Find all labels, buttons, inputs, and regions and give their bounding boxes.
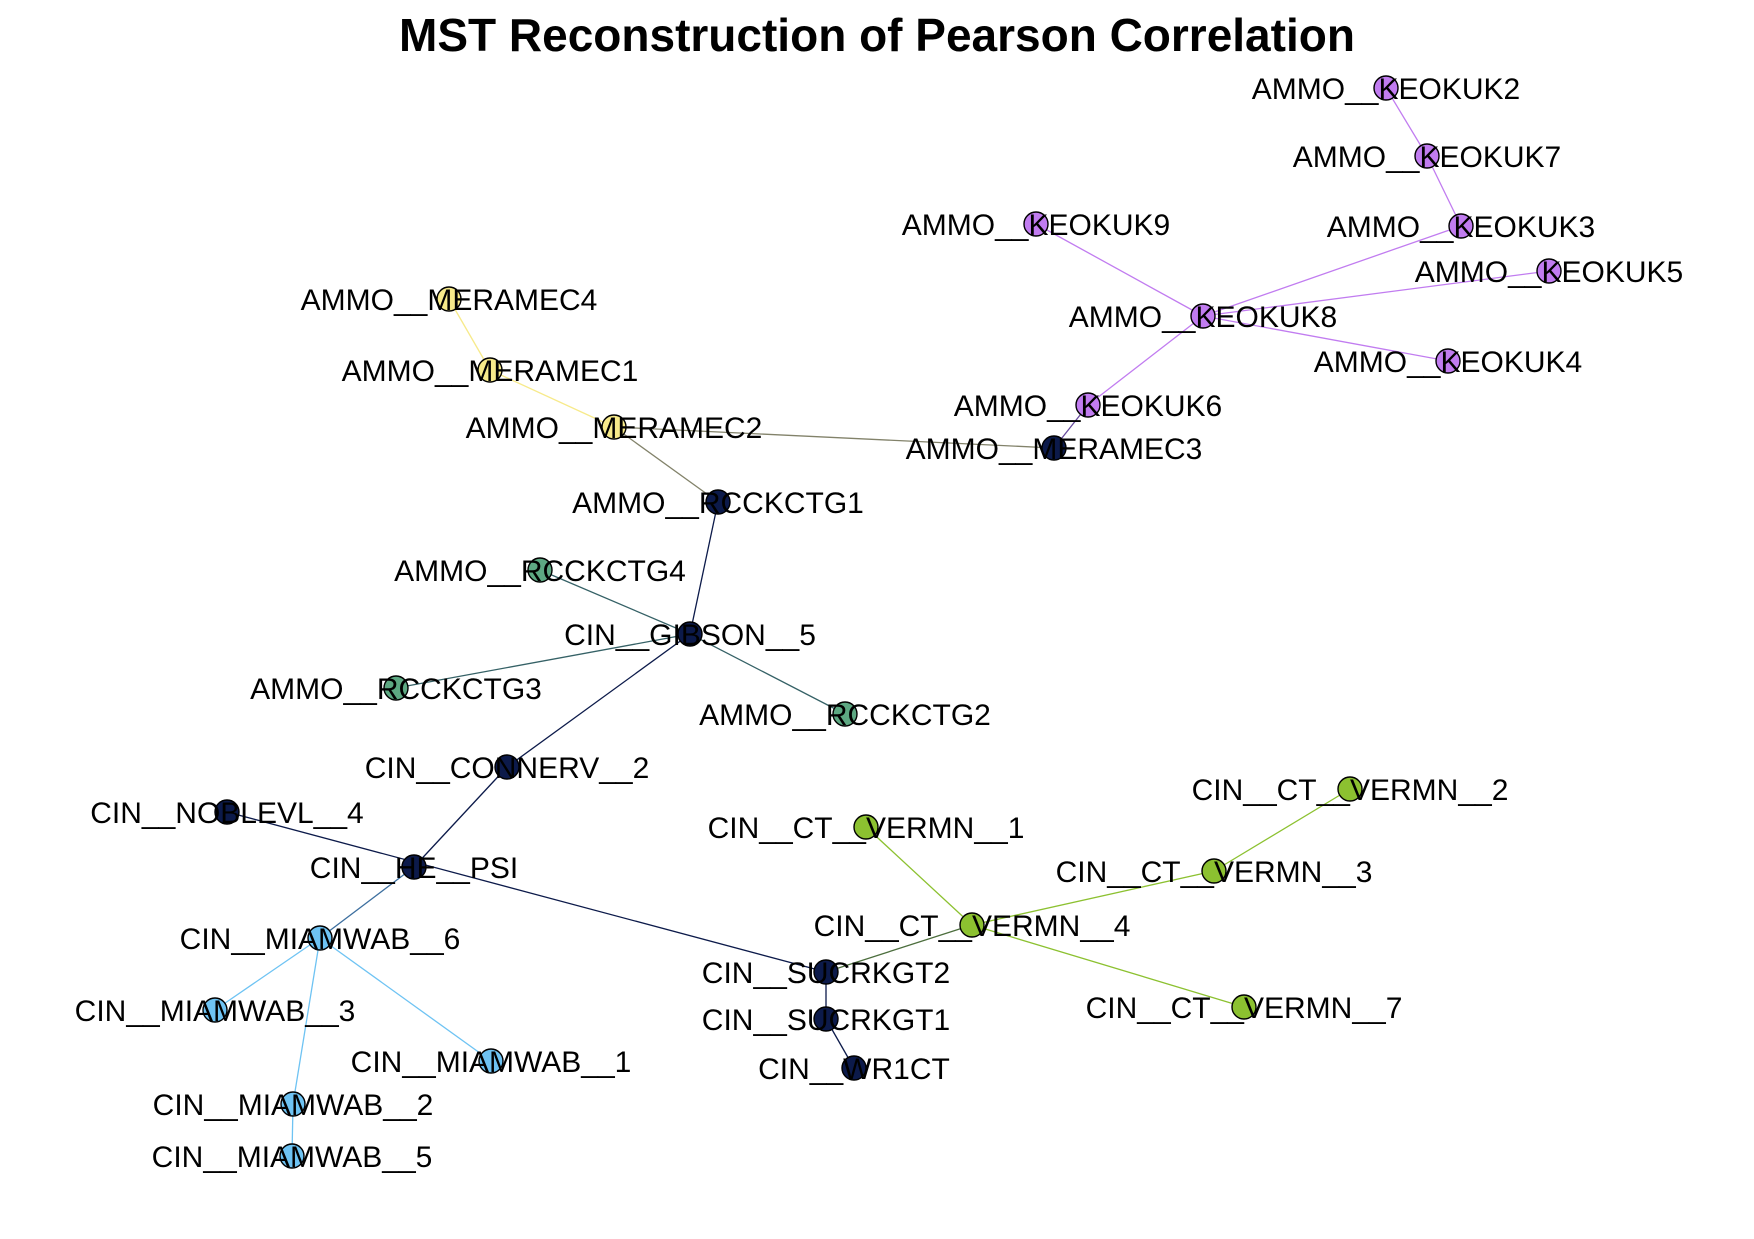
edge-cin-ct-vermn-3-to-cin-ct-vermn-4 bbox=[971, 870, 1215, 926]
node-ammo-keokuk2[interactable] bbox=[1373, 75, 1399, 101]
edge-ammo-rcckctg2-to-cin-gibson-5 bbox=[689, 633, 846, 715]
node-ammo-meramec1[interactable] bbox=[477, 357, 503, 383]
node-ammo-keokuk5[interactable] bbox=[1536, 258, 1562, 284]
edge-cin-ct-vermn-2-to-cin-ct-vermn-3 bbox=[1213, 788, 1351, 872]
node-label-ammo-keokuk6: AMMO__KEOKUK6 bbox=[954, 390, 1222, 423]
edges-layer bbox=[214, 87, 1550, 1157]
edge-cin-miamwab-6-to-cin-miamwab-1 bbox=[319, 937, 492, 1062]
edge-ammo-keokuk9-to-ammo-keokuk8 bbox=[1035, 223, 1204, 317]
node-label-cin-wr1ct: CIN__WR1CT bbox=[758, 1053, 950, 1086]
node-label-ammo-keokuk8: AMMO__KEOKUK8 bbox=[1069, 301, 1337, 334]
edge-ammo-meramec4-to-ammo-meramec1 bbox=[448, 298, 491, 371]
node-ammo-keokuk4[interactable] bbox=[1435, 348, 1461, 374]
node-cin-wr1ct[interactable] bbox=[841, 1055, 867, 1081]
node-cin-ct-vermn-2[interactable] bbox=[1337, 776, 1363, 802]
node-ammo-meramec3[interactable] bbox=[1041, 435, 1067, 461]
node-ammo-keokuk8[interactable] bbox=[1190, 303, 1216, 329]
edge-ammo-keokuk3-to-ammo-keokuk8 bbox=[1202, 225, 1462, 317]
edge-ammo-meramec2-to-ammo-rcckctg1 bbox=[613, 426, 719, 503]
edge-cin-sucrkgt2-to-cin-ct-vermn-4 bbox=[825, 924, 973, 973]
node-cin-ct-vermn-7[interactable] bbox=[1231, 994, 1257, 1020]
nodes-layer bbox=[202, 75, 1562, 1169]
node-ammo-keokuk7[interactable] bbox=[1414, 143, 1440, 169]
edge-ammo-rcckctg1-to-cin-gibson-5 bbox=[689, 501, 719, 635]
edge-ammo-keokuk5-to-ammo-keokuk8 bbox=[1202, 270, 1550, 317]
node-ammo-keokuk3[interactable] bbox=[1448, 213, 1474, 239]
node-label-ammo-rcckctg1: AMMO__RCCKCTG1 bbox=[572, 487, 864, 520]
node-label-cin-miamwab-1: CIN__MIAMWAB__1 bbox=[351, 1046, 632, 1079]
graph-title: MST Reconstruction of Pearson Correlatio… bbox=[399, 9, 1355, 61]
node-label-cin-he-psi: CIN__HE__PSI bbox=[310, 852, 518, 885]
node-label-ammo-rcckctg4: AMMO__RCCKCTG4 bbox=[394, 555, 686, 588]
node-cin-miamwab-2[interactable] bbox=[280, 1091, 306, 1117]
node-label-ammo-rcckctg3: AMMO__RCCKCTG3 bbox=[250, 673, 542, 706]
node-label-cin-miamwab-3: CIN__MIAMWAB__3 bbox=[75, 995, 356, 1028]
node-label-ammo-meramec2: AMMO__MERAMEC2 bbox=[466, 412, 763, 445]
edge-ammo-rcckctg4-to-cin-gibson-5 bbox=[539, 569, 691, 635]
node-cin-sucrkgt2[interactable] bbox=[813, 959, 839, 985]
node-ammo-meramec2[interactable] bbox=[601, 414, 627, 440]
node-cin-miamwab-3[interactable] bbox=[202, 997, 228, 1023]
edge-ammo-keokuk7-to-ammo-keokuk3 bbox=[1426, 155, 1462, 227]
node-cin-ct-vermn-1[interactable] bbox=[853, 814, 879, 840]
node-label-ammo-keokuk7: AMMO__KEOKUK7 bbox=[1293, 141, 1561, 174]
node-label-cin-ct-vermn-4: CIN__CT__VERMN__4 bbox=[814, 910, 1131, 943]
edge-ammo-keokuk2-to-ammo-keokuk7 bbox=[1385, 87, 1428, 157]
node-ammo-meramec4[interactable] bbox=[436, 286, 462, 312]
edge-cin-ct-vermn-4-to-cin-ct-vermn-7 bbox=[971, 924, 1245, 1008]
node-ammo-rcckctg1[interactable] bbox=[705, 489, 731, 515]
edge-ammo-meramec1-to-ammo-meramec2 bbox=[489, 369, 615, 428]
edge-cin-noblevl-4-to-cin-sucrkgt2 bbox=[226, 811, 827, 973]
node-cin-connerv-2[interactable] bbox=[494, 754, 520, 780]
node-label-ammo-keokuk2: AMMO__KEOKUK2 bbox=[1252, 73, 1520, 106]
node-label-cin-miamwab-2: CIN__MIAMWAB__2 bbox=[153, 1089, 434, 1122]
node-label-cin-ct-vermn-7: CIN__CT__VERMN__7 bbox=[1086, 992, 1403, 1025]
node-label-ammo-keokuk9: AMMO__KEOKUK9 bbox=[902, 209, 1170, 242]
edge-cin-connerv-2-to-cin-he-psi bbox=[413, 766, 508, 868]
node-label-cin-ct-vermn-2: CIN__CT__VERMN__2 bbox=[1192, 774, 1509, 807]
node-label-ammo-keokuk4: AMMO__KEOKUK4 bbox=[1314, 346, 1582, 379]
labels-layer: AMMO__KEOKUK2AMMO__KEOKUK7AMMO__KEOKUK3A… bbox=[75, 73, 1684, 1174]
node-label-ammo-keokuk5: AMMO__KEOKUK5 bbox=[1415, 256, 1683, 289]
node-cin-ct-vermn-3[interactable] bbox=[1201, 858, 1227, 884]
node-label-cin-sucrkgt1: CIN__SUCRKGT1 bbox=[702, 1004, 950, 1037]
node-label-cin-sucrkgt2: CIN__SUCRKGT2 bbox=[702, 957, 950, 990]
node-cin-he-psi[interactable] bbox=[401, 854, 427, 880]
node-label-ammo-meramec1: AMMO__MERAMEC1 bbox=[342, 355, 639, 388]
node-cin-noblevl-4[interactable] bbox=[214, 799, 240, 825]
node-label-ammo-rcckctg2: AMMO__RCCKCTG2 bbox=[699, 699, 991, 732]
node-cin-gibson-5[interactable] bbox=[677, 621, 703, 647]
node-ammo-keokuk6[interactable] bbox=[1075, 392, 1101, 418]
edge-ammo-meramec2-to-ammo-meramec3 bbox=[613, 426, 1055, 449]
node-ammo-rcckctg3[interactable] bbox=[383, 675, 409, 701]
node-label-cin-miamwab-6: CIN__MIAMWAB__6 bbox=[180, 923, 461, 956]
node-ammo-rcckctg2[interactable] bbox=[832, 701, 858, 727]
node-cin-miamwab-6[interactable] bbox=[307, 925, 333, 951]
edge-cin-ct-vermn-1-to-cin-ct-vermn-4 bbox=[865, 826, 973, 926]
node-label-cin-gibson-5: CIN__GIBSON__5 bbox=[564, 619, 816, 652]
node-cin-miamwab-5[interactable] bbox=[279, 1143, 305, 1169]
node-label-cin-noblevl-4: CIN__NOBLEVL__4 bbox=[90, 797, 364, 830]
node-cin-sucrkgt1[interactable] bbox=[813, 1006, 839, 1032]
edge-ammo-keokuk4-to-ammo-keokuk8 bbox=[1202, 315, 1449, 362]
node-label-cin-ct-vermn-3: CIN__CT__VERMN__3 bbox=[1056, 856, 1373, 889]
node-label-cin-miamwab-5: CIN__MIAMWAB__5 bbox=[152, 1141, 433, 1174]
node-label-cin-ct-vermn-1: CIN__CT__VERMN__1 bbox=[708, 812, 1025, 845]
node-label-ammo-keokuk3: AMMO__KEOKUK3 bbox=[1327, 211, 1595, 244]
node-label-ammo-meramec3: AMMO__MERAMEC3 bbox=[906, 433, 1203, 466]
edge-ammo-rcckctg3-to-cin-gibson-5 bbox=[395, 633, 691, 689]
node-label-cin-connerv-2: CIN__CONNERV__2 bbox=[365, 752, 650, 785]
edge-cin-gibson-5-to-cin-connerv-2 bbox=[506, 633, 691, 768]
edge-ammo-keokuk8-to-ammo-keokuk6 bbox=[1087, 315, 1204, 406]
node-ammo-rcckctg4[interactable] bbox=[527, 557, 553, 583]
node-cin-ct-vermn-4[interactable] bbox=[959, 912, 985, 938]
node-ammo-keokuk9[interactable] bbox=[1023, 211, 1049, 237]
node-label-ammo-meramec4: AMMO__MERAMEC4 bbox=[301, 284, 598, 317]
edge-cin-miamwab-6-to-cin-miamwab-2 bbox=[292, 937, 321, 1105]
node-cin-miamwab-1[interactable] bbox=[478, 1048, 504, 1074]
edge-cin-miamwab-6-to-cin-miamwab-3 bbox=[214, 937, 321, 1011]
edge-cin-he-psi-to-cin-miamwab-6 bbox=[319, 866, 415, 939]
